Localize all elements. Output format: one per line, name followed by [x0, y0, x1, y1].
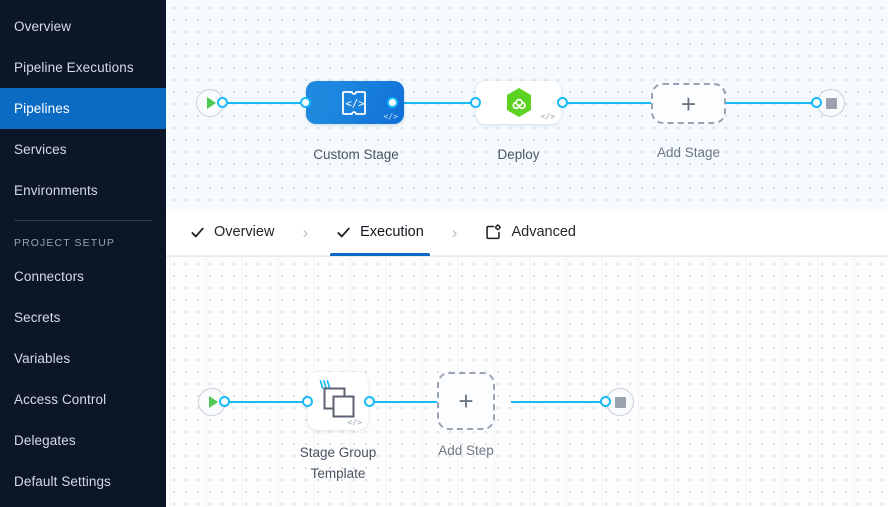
sidebar-item-delegates[interactable]: Delegates	[0, 420, 166, 461]
connector-custom-to-deploy	[391, 102, 476, 104]
sidebar-item-label: Pipelines	[14, 101, 70, 116]
sidebar-item-pipeline-executions[interactable]: Pipeline Executions	[0, 47, 166, 88]
add-step-button[interactable]: +	[437, 372, 495, 430]
sidebar-item-variables[interactable]: Variables	[0, 338, 166, 379]
sidebar-item-label: Default Settings	[14, 474, 111, 489]
custom-stage-icon: </>	[342, 90, 366, 115]
sidebar-item-label: Secrets	[14, 310, 61, 325]
sidebar-item-label: Overview	[14, 19, 72, 34]
main-content: </> </> Custom Stage </> Deploy +	[166, 0, 888, 507]
port-start-out[interactable]	[217, 97, 228, 108]
sidebar-divider	[14, 220, 152, 221]
play-icon	[208, 396, 218, 408]
sidebar-item-services[interactable]: Services	[0, 129, 166, 170]
check-icon	[337, 227, 350, 237]
svg-text:</>: </>	[346, 98, 365, 110]
stage-node-deploy[interactable]: </>	[476, 81, 561, 124]
stage-label-add-stage: Add Stage	[656, 145, 721, 160]
execution-step-canvas[interactable]: </> Stage Group Template + Add Step	[166, 256, 888, 507]
stage-group-template-icon	[319, 380, 355, 418]
port-deploy-in[interactable]	[470, 97, 481, 108]
sidebar-item-label: Delegates	[14, 433, 76, 448]
yaml-badge-custom-stage[interactable]: </>	[383, 112, 398, 121]
plus-icon: +	[680, 88, 697, 119]
deploy-hexagon-icon	[506, 88, 531, 117]
port-exec-end-in[interactable]	[600, 396, 611, 407]
connector-start-to-custom	[211, 102, 311, 104]
port-custom-in[interactable]	[300, 97, 311, 108]
check-icon	[191, 227, 204, 237]
sidebar-item-default-settings[interactable]: Default Settings	[0, 461, 166, 502]
sidebar-item-connectors[interactable]: Connectors	[0, 256, 166, 297]
sidebar-item-label: Connectors	[14, 269, 85, 284]
step-label-add-step: Add Step	[438, 443, 494, 458]
tab-label: Overview	[214, 224, 275, 240]
advanced-settings-icon	[486, 223, 502, 239]
tab-advanced[interactable]: Advanced	[483, 209, 578, 256]
sidebar-item-overview[interactable]: Overview	[0, 6, 166, 47]
sidebar-item-label: Variables	[14, 351, 71, 366]
sidebar-item-secrets[interactable]: Secrets	[0, 297, 166, 338]
stage-label-custom-stage: Custom Stage	[313, 147, 399, 162]
sidebar-item-label: Environments	[14, 183, 98, 198]
port-template-out[interactable]	[364, 396, 375, 407]
connector-deploy-to-add	[561, 102, 661, 104]
stage-tab-bar: Overview › Execution › Advanced	[166, 209, 888, 256]
port-template-in[interactable]	[302, 396, 313, 407]
connector-add-step-to-end	[511, 401, 606, 403]
stop-icon	[825, 97, 837, 109]
sidebar-item-access-control[interactable]: Access Control	[0, 379, 166, 420]
sidebar-item-label: Access Control	[14, 392, 107, 407]
stage-label-deploy: Deploy	[497, 147, 540, 162]
stop-icon	[614, 396, 626, 408]
tab-label: Advanced	[511, 224, 576, 240]
connector-add-to-end	[721, 102, 816, 104]
port-custom-out[interactable]	[387, 97, 398, 108]
sidebar-item-pipelines[interactable]: Pipelines	[0, 88, 166, 129]
step-label-stage-group-template: Stage Group Template	[299, 445, 377, 481]
port-deploy-out[interactable]	[557, 97, 568, 108]
port-exec-start-out[interactable]	[219, 396, 230, 407]
connector-start-to-template	[214, 401, 314, 403]
tab-overview[interactable]: Overview	[188, 209, 276, 256]
stage-canvas[interactable]: </> </> Custom Stage </> Deploy +	[166, 0, 888, 209]
sidebar-section-title: PROJECT SETUP	[14, 237, 116, 249]
tab-separator: ›	[451, 222, 458, 242]
sidebar-item-label: Pipeline Executions	[14, 60, 134, 75]
sidebar-item-environments[interactable]: Environments	[0, 170, 166, 211]
connector-template-to-add-step	[369, 401, 461, 403]
tab-execution[interactable]: Execution	[330, 209, 430, 256]
port-end-in[interactable]	[811, 97, 822, 108]
sidebar-item-label: Services	[14, 142, 67, 157]
sidebar: Overview Pipeline Executions Pipelines S…	[0, 0, 166, 507]
tab-label: Execution	[360, 224, 424, 240]
tab-separator: ›	[302, 222, 309, 242]
yaml-badge-deploy[interactable]: </>	[540, 112, 555, 121]
plus-icon: +	[458, 386, 474, 416]
play-icon	[206, 97, 216, 109]
add-stage-button[interactable]: +	[651, 83, 726, 124]
step-node-stage-group-template[interactable]: </>	[308, 372, 368, 430]
